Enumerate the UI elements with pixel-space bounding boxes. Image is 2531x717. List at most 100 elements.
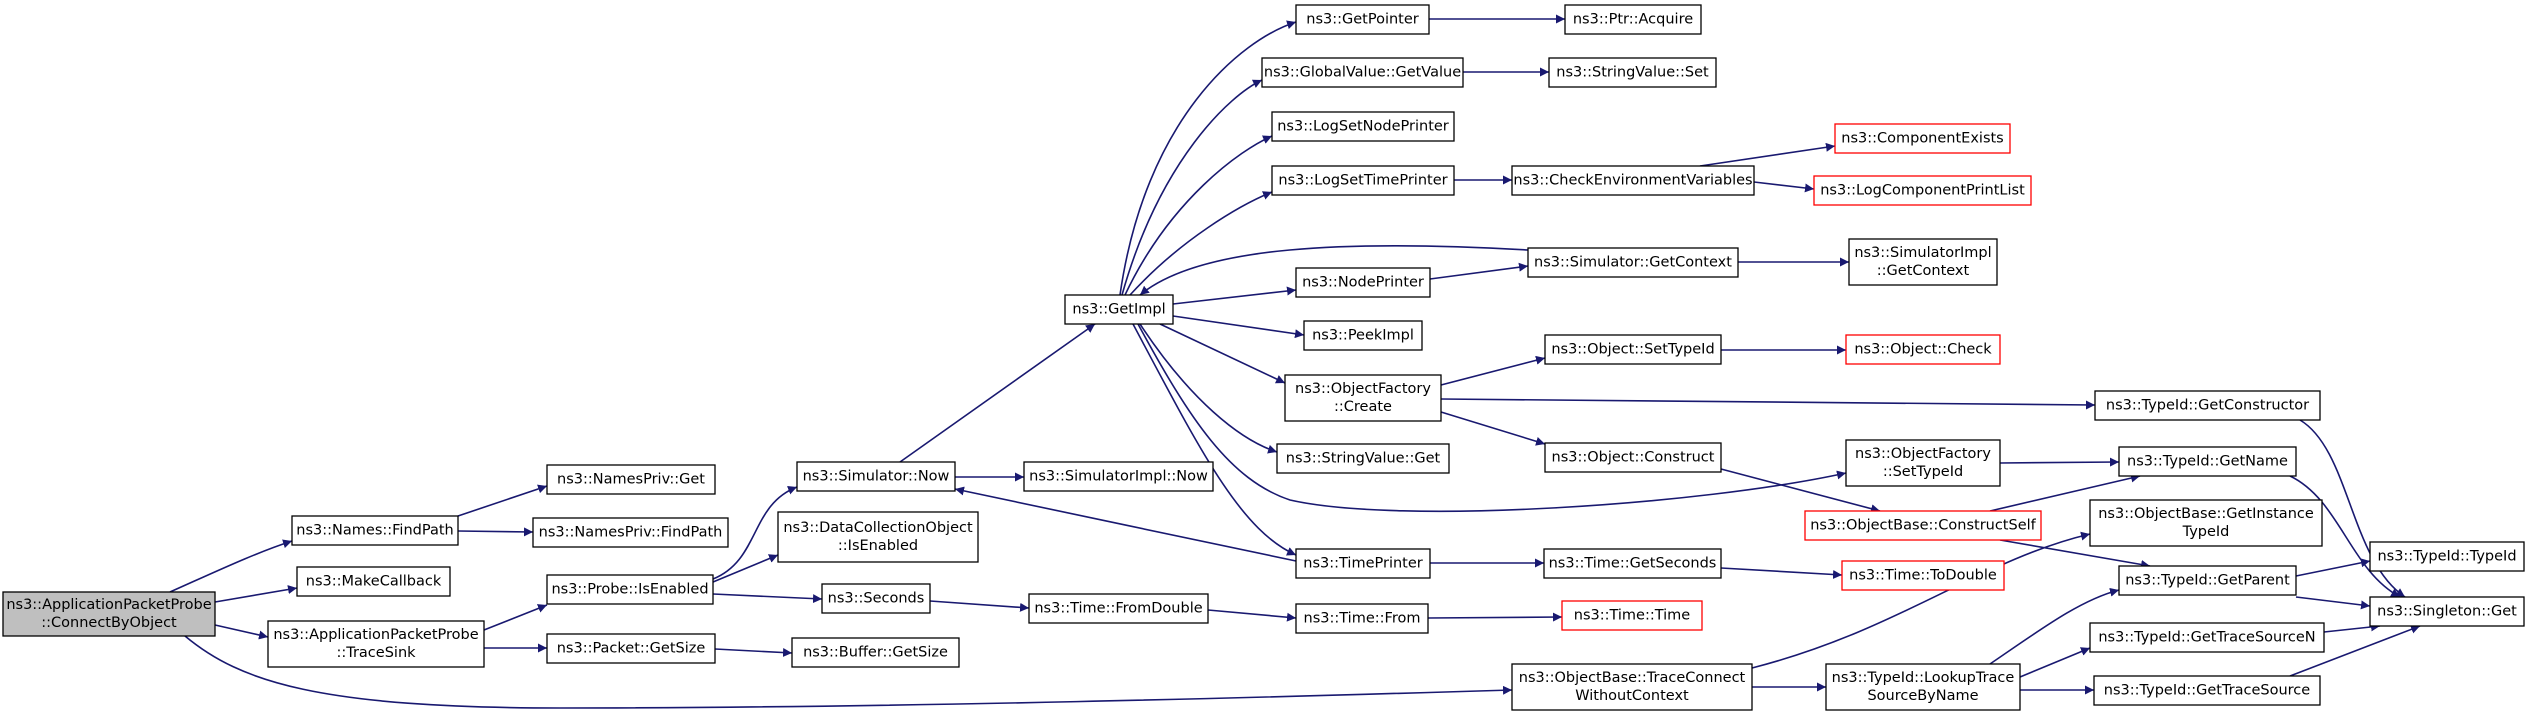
edge-time_from-to-time_time (1427, 612, 1563, 622)
node-box (1511, 663, 1753, 711)
node-globalvalue_getvalue[interactable]: ns3::GlobalValue::GetValue (1261, 57, 1464, 88)
node-namespriv_get[interactable]: ns3::NamesPriv::Get (546, 464, 716, 495)
node-simimpl_getcontext[interactable]: ns3::SimulatorImpl::GetContext (1848, 238, 1998, 286)
node-probe_isenabled[interactable]: ns3::Probe::IsEnabled (546, 574, 714, 605)
node-objbase_constructself[interactable]: ns3::ObjectBase::ConstructSelf (1804, 510, 2042, 541)
node-objectfactory_settypeid[interactable]: ns3::ObjectFactory::SetTypeId (1845, 439, 2001, 487)
node-time_from[interactable]: ns3::Time::From (1295, 603, 1429, 634)
node-timeprinter[interactable]: ns3::TimePrinter (1295, 548, 1431, 579)
edge-packet_getsize-to-buffer_getsize (714, 648, 793, 658)
node-label: ns3::ApplicationPacketProbe (6, 597, 211, 613)
node-dco_isenabled[interactable]: ns3::DataCollectionObject::IsEnabled (777, 511, 979, 563)
node-logcomponentprintlist[interactable]: ns3::LogComponentPrintList (1813, 175, 2032, 206)
node-box (1284, 374, 1442, 422)
node-typeid_getparent[interactable]: ns3::TypeId::GetParent (2118, 565, 2297, 596)
edge-names_findpath-to-namespriv_get (457, 484, 548, 517)
node-label: ns3::TypeId::GetTraceSourceN (2098, 630, 2315, 646)
edge-getimpl-to-getpointer (1119, 20, 1297, 296)
node-names_findpath[interactable]: ns3::Names::FindPath (291, 515, 459, 546)
node-label: TypeId (2182, 524, 2230, 540)
edge-probe_isenabled-to-sim_now (712, 486, 798, 580)
node-time_todouble[interactable]: ns3::Time::ToDouble (1841, 560, 2005, 591)
node-app_tracesink[interactable]: ns3::ApplicationPacketProbe::TraceSink (267, 620, 485, 668)
node-typeid_getname[interactable]: ns3::TypeId::GetName (2118, 446, 2297, 477)
edge-object_construct-to-objbase_constructself (1720, 468, 1881, 514)
node-label: ns3::Packet::GetSize (557, 641, 706, 657)
edge-checkenv-to-logcomponentprintlist (1753, 181, 1815, 193)
edge-names_findpath-to-namespriv_findpath (457, 527, 534, 537)
node-objbase_tracecwc[interactable]: ns3::ObjectBase::TraceConnectWithoutCont… (1511, 663, 1753, 711)
node-box (1271, 165, 1455, 196)
node-label: ns3::NamesPriv::FindPath (539, 525, 723, 541)
node-typeid_typeid[interactable]: ns3::TypeId::TypeId (2369, 541, 2525, 572)
edge-typeid_getparent-to-typeid_typeid (2295, 558, 2371, 577)
node-box (2093, 675, 2321, 706)
edge-checkenv-to-componentexists (1699, 142, 1836, 167)
node-getimpl[interactable]: ns3::GetImpl (1064, 294, 1174, 325)
node-logsetnodeprinter[interactable]: ns3::LogSetNodePrinter (1271, 111, 1455, 142)
node-box (1544, 334, 1722, 365)
node-objectfactory_create[interactable]: ns3::ObjectFactory::Create (1284, 374, 1442, 422)
node-time_getseconds[interactable]: ns3::Time::GetSeconds (1543, 548, 1722, 579)
node-nodeprinter[interactable]: ns3::NodePrinter (1295, 267, 1431, 298)
node-box (546, 633, 716, 664)
node-ptr_acquire[interactable]: ns3::Ptr::Acquire (1564, 4, 1702, 35)
node-box (1295, 4, 1430, 35)
node-stringvalue_get[interactable]: ns3::StringValue::Get (1276, 443, 1450, 474)
node-componentexists[interactable]: ns3::ComponentExists (1834, 123, 2011, 154)
node-box (2, 591, 216, 637)
node-label: ns3::LogSetTimePrinter (1278, 173, 1447, 189)
node-box (2118, 565, 2297, 596)
node-box (2089, 622, 2325, 653)
node-sim_now[interactable]: ns3::Simulator::Now (796, 461, 956, 492)
node-namespriv_findpath[interactable]: ns3::NamesPriv::FindPath (532, 517, 729, 548)
node-packet_getsize[interactable]: ns3::Packet::GetSize (546, 633, 716, 664)
node-peekimpl[interactable]: ns3::PeekImpl (1303, 320, 1423, 351)
node-typeid_gettracesource[interactable]: ns3::TypeId::GetTraceSource (2093, 675, 2321, 706)
node-typeid_gettracesourcen[interactable]: ns3::TypeId::GetTraceSourceN (2089, 622, 2325, 653)
node-checkenv[interactable]: ns3::CheckEnvironmentVariables (1511, 165, 1755, 196)
node-seconds[interactable]: ns3::Seconds (821, 583, 931, 614)
node-buffer_getsize[interactable]: ns3::Buffer::GetSize (791, 637, 960, 668)
node-box (296, 566, 451, 597)
node-stringvalue_set[interactable]: ns3::StringValue::Set (1548, 57, 1717, 88)
node-label: ::SetTypeId (1883, 464, 1963, 480)
node-label: ns3::SimulatorImpl (1854, 245, 1991, 261)
node-label: ns3::Time::Time (1574, 608, 1691, 624)
node-sim_getcontext[interactable]: ns3::Simulator::GetContext (1527, 247, 1739, 278)
node-label: SourceByName (1867, 688, 1978, 704)
node-label: ns3::GetImpl (1072, 302, 1165, 318)
node-object_settypeid[interactable]: ns3::Object::SetTypeId (1544, 334, 1722, 365)
node-box (1544, 442, 1722, 473)
node-box (1825, 663, 2021, 711)
node-object_construct[interactable]: ns3::Object::Construct (1544, 442, 1722, 473)
node-label: ns3::Probe::IsEnabled (551, 582, 708, 598)
node-simimpl_now[interactable]: ns3::SimulatorImpl::Now (1023, 461, 1214, 492)
node-logsettimeprinter[interactable]: ns3::LogSetTimePrinter (1271, 165, 1455, 196)
node-typeid_getconstructor[interactable]: ns3::TypeId::GetConstructor (2094, 390, 2321, 421)
node-time_fromdouble[interactable]: ns3::Time::FromDouble (1028, 593, 1209, 624)
node-box (546, 464, 716, 495)
edge-getimpl-to-logsetnodeprinter (1124, 135, 1273, 296)
node-root[interactable]: ns3::ApplicationPacketProbe::ConnectByOb… (2, 591, 216, 637)
node-box (1845, 439, 2001, 487)
node-box (2369, 541, 2525, 572)
node-box (1295, 548, 1431, 579)
node-singleton_get[interactable]: ns3::Singleton::Get (2369, 596, 2525, 627)
node-time_time[interactable]: ns3::Time::Time (1561, 600, 1703, 631)
node-label: ::TraceSink (336, 645, 416, 661)
node-getpointer[interactable]: ns3::GetPointer (1295, 4, 1430, 35)
node-label: ns3::Buffer::GetSize (803, 645, 948, 661)
node-label: ns3::Singleton::Get (2377, 604, 2517, 620)
node-object_check[interactable]: ns3::Object::Check (1845, 334, 2001, 365)
edge-typeid_getparent-to-singleton_get (2295, 596, 2371, 610)
edge-time_getseconds-to-time_todouble (1720, 567, 1843, 579)
node-box (291, 515, 459, 546)
edge-objectfactory_create-to-object_construct (1440, 411, 1546, 446)
node-label: ns3::PeekImpl (1312, 328, 1414, 344)
node-makecallback[interactable]: ns3::MakeCallback (296, 566, 451, 597)
edge-typeid_gettracesource-to-singleton_get (2289, 625, 2421, 677)
